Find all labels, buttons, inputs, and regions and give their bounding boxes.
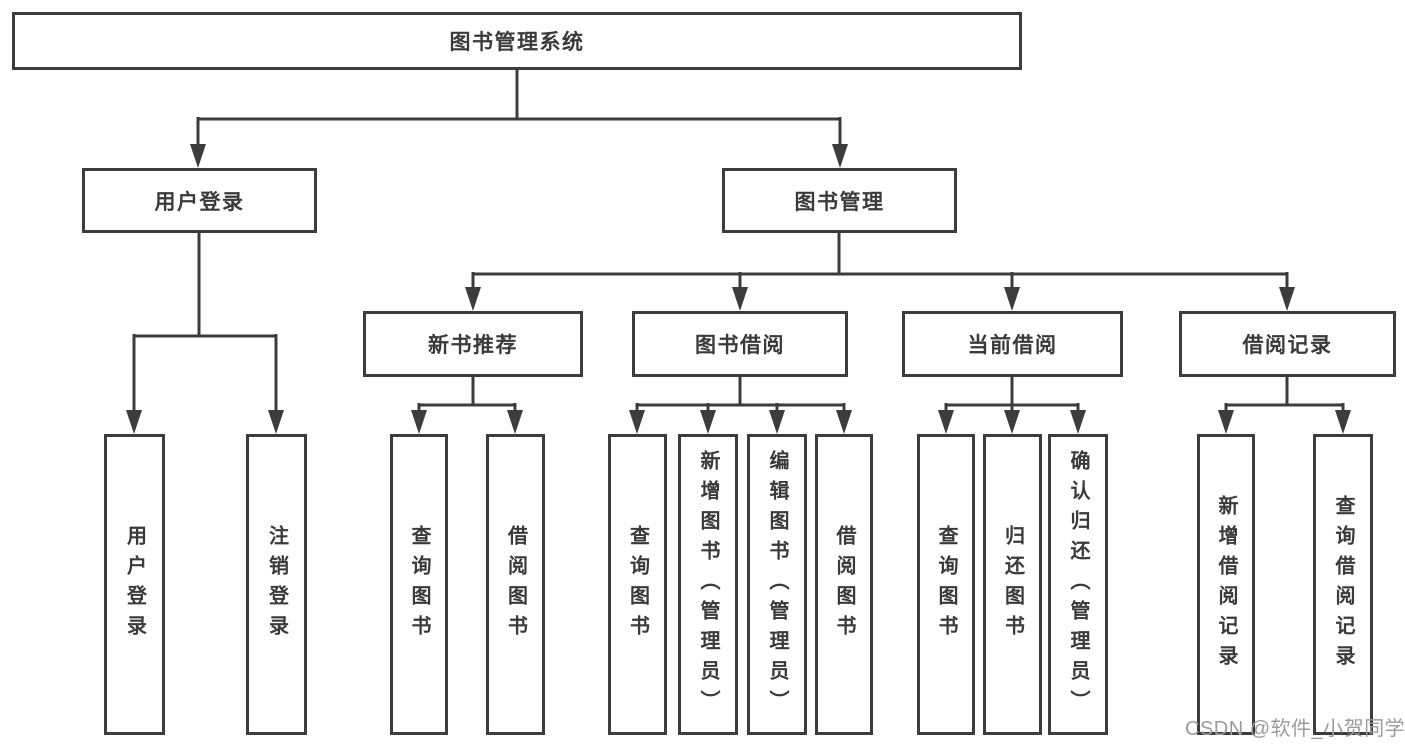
node-label: 新书推荐 xyxy=(428,334,518,357)
leaf-user-login: 用户登录 xyxy=(104,434,165,735)
csdn-watermark: CSDN @软件_小贺同学 xyxy=(1185,718,1405,740)
arrowhead-icon xyxy=(1070,410,1086,434)
node-label: 查询借阅记录 xyxy=(1332,494,1354,675)
leaf-borrowing-add-books-admin: 新增图书（管理员） xyxy=(678,434,738,735)
node-label: 查询图书 xyxy=(935,524,957,645)
node-book-borrowing: 图书借阅 xyxy=(632,311,848,377)
node-label: 借阅记录 xyxy=(1242,334,1333,357)
leaf-recommend-borrow-books: 借阅图书 xyxy=(486,434,545,735)
arrowhead-icon xyxy=(938,410,954,434)
arrowhead-icon xyxy=(1004,410,1020,434)
connector-book-management-to-level3 xyxy=(465,233,1295,311)
node-label: 用户登录 xyxy=(154,190,245,214)
node-label: 查询图书 xyxy=(408,524,430,645)
connector-user-login-to-leaves xyxy=(126,233,284,434)
node-book-management: 图书管理 xyxy=(722,168,957,233)
leaf-current-confirm-return-admin: 确认归还（管理员） xyxy=(1048,434,1108,735)
node-label: 图书管理 xyxy=(794,190,885,214)
node-label: 新增借阅记录 xyxy=(1215,494,1237,675)
node-borrowing-records: 借阅记录 xyxy=(1179,311,1396,377)
node-label: 当前借阅 xyxy=(967,334,1058,357)
node-label: 查询图书 xyxy=(626,524,649,645)
arrowhead-icon xyxy=(126,410,142,434)
arrowhead-icon xyxy=(832,144,848,168)
arrowhead-icon xyxy=(1335,410,1351,434)
leaf-logout-login: 注销登录 xyxy=(246,434,307,735)
node-label: 归还图书 xyxy=(1001,524,1024,645)
arrowhead-icon xyxy=(769,410,785,434)
arrowhead-icon xyxy=(1004,287,1020,311)
arrowhead-icon xyxy=(465,287,481,311)
connector-new-book-recommend-to-leaves xyxy=(411,377,523,434)
leaf-records-add-borrow-record: 新增借阅记录 xyxy=(1197,434,1255,735)
leaf-recommend-query-books: 查询图书 xyxy=(390,434,448,735)
arrowhead-icon xyxy=(507,410,523,434)
node-user-login: 用户登录 xyxy=(82,168,317,233)
leaf-current-return-books: 归还图书 xyxy=(983,434,1042,735)
leaf-borrowing-edit-books-admin: 编辑图书（管理员） xyxy=(747,434,807,735)
node-label: 图书管理系统 xyxy=(449,31,585,54)
node-label: 借阅图书 xyxy=(833,524,855,645)
node-label: 确认归还（管理员） xyxy=(1067,449,1089,720)
arrowhead-icon xyxy=(411,410,427,434)
connector-book-borrowing-to-leaves xyxy=(629,377,852,434)
connector-current-borrowing-to-leaves xyxy=(938,377,1086,434)
node-label: 用户登录 xyxy=(123,524,146,645)
arrowhead-icon xyxy=(732,287,748,311)
leaf-current-query-books: 查询图书 xyxy=(917,434,975,735)
arrowhead-icon xyxy=(836,410,852,434)
node-label: 图书借阅 xyxy=(695,334,785,357)
node-label: 借阅图书 xyxy=(504,524,527,645)
node-root: 图书管理系统 xyxy=(12,12,1022,70)
arrowhead-icon xyxy=(268,410,284,434)
leaf-borrowing-borrow-books: 借阅图书 xyxy=(815,434,873,735)
arrowhead-icon xyxy=(190,144,206,168)
leaf-borrowing-query-books: 查询图书 xyxy=(608,434,667,735)
node-label: 注销登录 xyxy=(265,524,288,645)
node-new-book-recommend: 新书推荐 xyxy=(363,311,583,377)
node-label: 编辑图书（管理员） xyxy=(766,449,788,720)
arrowhead-icon xyxy=(1279,287,1295,311)
arrowhead-icon xyxy=(1218,410,1234,434)
arrowhead-icon xyxy=(700,410,716,434)
arrowhead-icon xyxy=(629,410,645,434)
node-current-borrowing: 当前借阅 xyxy=(902,311,1123,377)
node-label: 新增图书（管理员） xyxy=(697,449,719,720)
leaf-records-query-borrow-record: 查询借阅记录 xyxy=(1313,434,1373,735)
connector-borrowing-records-to-leaves xyxy=(1218,377,1351,434)
connector-root-to-level2 xyxy=(190,70,848,168)
